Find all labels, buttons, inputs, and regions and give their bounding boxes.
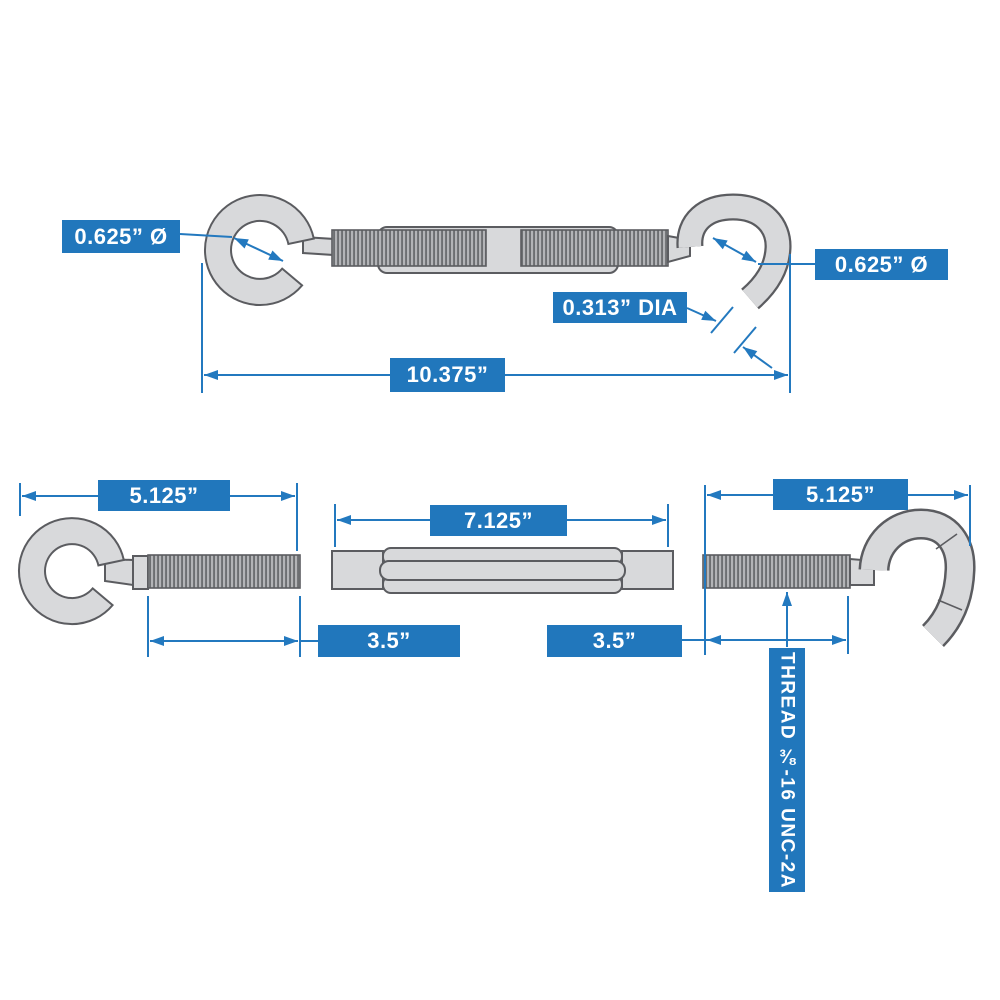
body-barrel-middle-lobe — [379, 560, 626, 581]
hook-bolt-thread — [702, 554, 851, 589]
eye-bolt-length-label: 5.125” — [98, 480, 230, 511]
body-length-label: 7.125” — [430, 505, 567, 536]
thread-spec-label: THREAD ⅜-16 UNC-2A — [769, 648, 805, 892]
eye-diameter-label: 0.625” Ø — [62, 220, 180, 253]
assembled-hook-fill — [678, 195, 790, 308]
body-end-cap-right — [621, 550, 674, 590]
assembled-thread-right — [520, 229, 669, 267]
hook-bolt-seam-bottom — [937, 599, 963, 611]
hook-diameter-label: 0.625” Ø — [815, 249, 948, 280]
eye-bolt-view-drawing — [18, 517, 301, 626]
assembled-eye-ring — [204, 194, 315, 306]
hook-bolt-seam-top — [935, 533, 958, 550]
eye-bolt-ring — [18, 517, 125, 626]
hook-bolt-thread-length-label: 3.5” — [547, 625, 682, 657]
eye-bolt-thread-length-label: 3.5” — [318, 625, 460, 657]
eye-bolt-thread — [147, 554, 301, 589]
overall-length-label: 10.375” — [390, 358, 505, 392]
assembled-view-drawing — [204, 193, 792, 310]
eye-bolt-collar — [132, 555, 149, 590]
hook-bolt-view-drawing — [702, 508, 976, 647]
hook-bolt-length-label: 5.125” — [773, 479, 908, 510]
body-view-drawing — [331, 547, 674, 594]
body-end-cap-left — [331, 550, 384, 590]
assembled-view-dimensions — [179, 233, 815, 393]
hook-wire-diameter-label: 0.313” DIA — [553, 292, 687, 323]
assembled-thread-left — [331, 229, 487, 267]
